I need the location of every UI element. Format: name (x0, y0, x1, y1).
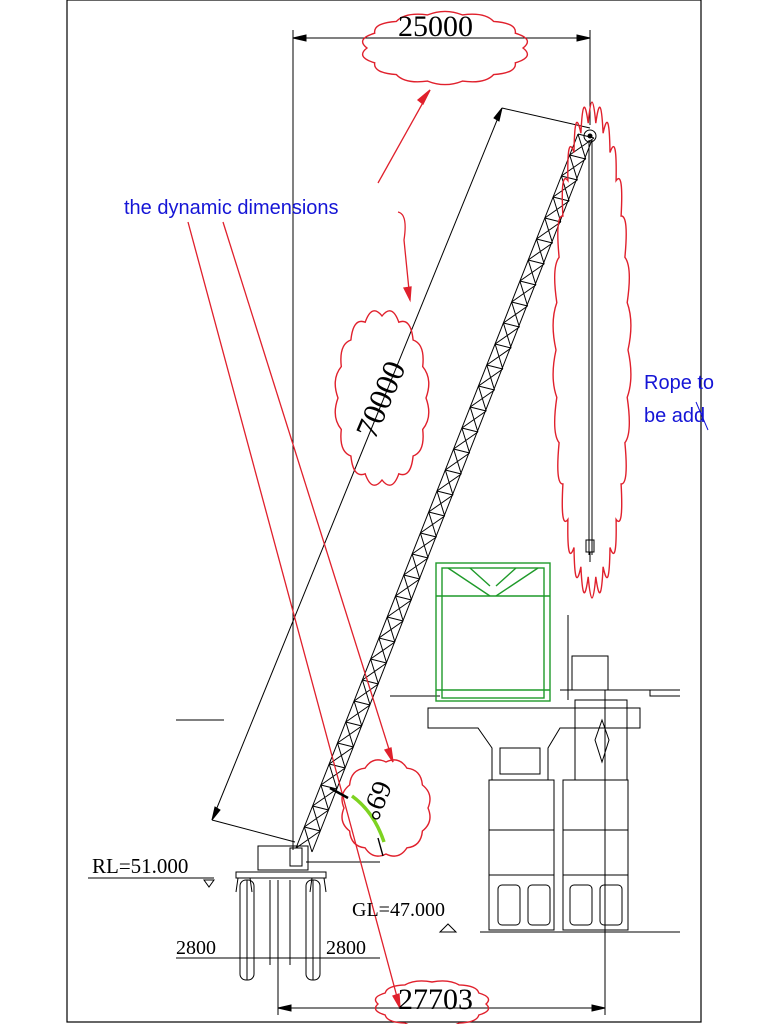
gl-level-label: GL=47.000 (352, 899, 445, 921)
rope-note-line1: Rope to (644, 372, 715, 394)
bridge-pier (390, 615, 680, 933)
pile-spacing-left: 2800 (176, 937, 216, 959)
angle-tick (377, 837, 384, 857)
markup-arrows (187, 89, 431, 1009)
crane-base (88, 719, 380, 981)
revision-clouds (334, 10, 632, 1028)
gantry-frame (435, 562, 551, 702)
rl-level-label: RL=51.000 (92, 854, 189, 878)
angle-arc (350, 794, 386, 843)
note-connector (695, 401, 709, 431)
top-dimension-line (292, 30, 591, 850)
bottom-dimension-line (277, 690, 606, 1015)
rope-note-line2: be add (644, 405, 706, 427)
boom-dimension-line (211, 107, 591, 843)
pile-spacing-right: 2800 (326, 937, 366, 959)
top-span-dimension: 25000 (398, 10, 473, 43)
crane-boom (295, 133, 595, 853)
sheet-border (66, 0, 702, 1023)
dynamic-dimensions-note: the dynamic dimensions (124, 197, 339, 219)
hoist-rope (583, 129, 597, 562)
bottom-span-dimension: 27703 (398, 983, 473, 1016)
